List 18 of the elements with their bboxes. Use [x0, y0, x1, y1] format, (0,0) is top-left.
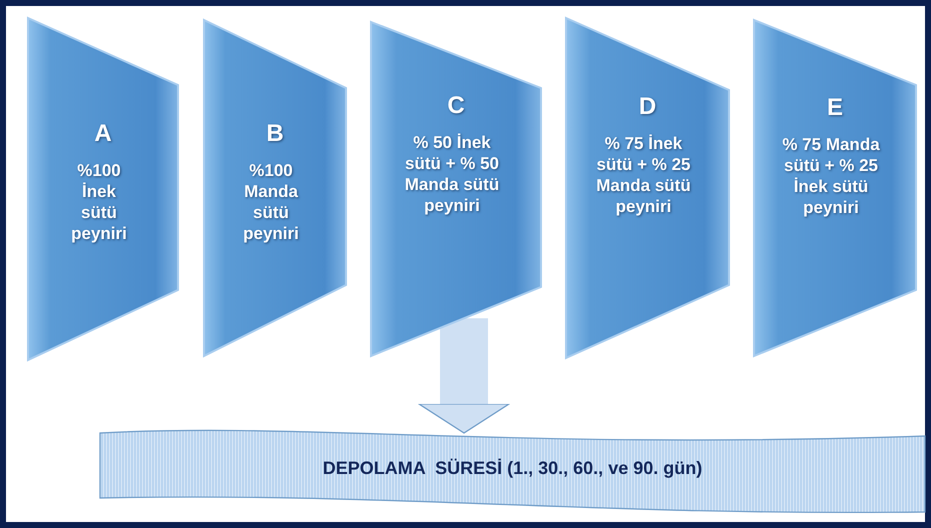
group-description: % 75 İnek sütü + % 25 Manda sütü peyniri — [596, 133, 692, 217]
group-description: % 50 İnek sütü + % 50 Manda sütü peyniri — [404, 132, 500, 216]
group-letter: E — [826, 94, 844, 122]
group-description: %100 Manda sütü peyniri — [242, 160, 300, 244]
wave-banner — [100, 428, 925, 512]
group-letter: C — [446, 92, 466, 120]
group-description: % 75 Manda sütü + % 25 İnek sütü peyniri — [781, 134, 881, 218]
trapezoid-shape — [28, 18, 178, 360]
group-letter: A — [93, 120, 113, 148]
trapezoid-shape — [754, 20, 916, 356]
group-description: %100 İnek sütü peyniri — [70, 160, 128, 244]
banner-text: DEPOLAMA SÜRESİ (1., 30., 60., ve 90. gün) — [322, 458, 704, 479]
trapezoid-shape — [371, 22, 541, 356]
trapezoid-shape — [566, 18, 729, 358]
block-arrow — [418, 318, 510, 434]
trapezoid-shape — [204, 20, 346, 356]
group-letter: B — [265, 120, 285, 148]
group-letter: D — [638, 93, 658, 121]
